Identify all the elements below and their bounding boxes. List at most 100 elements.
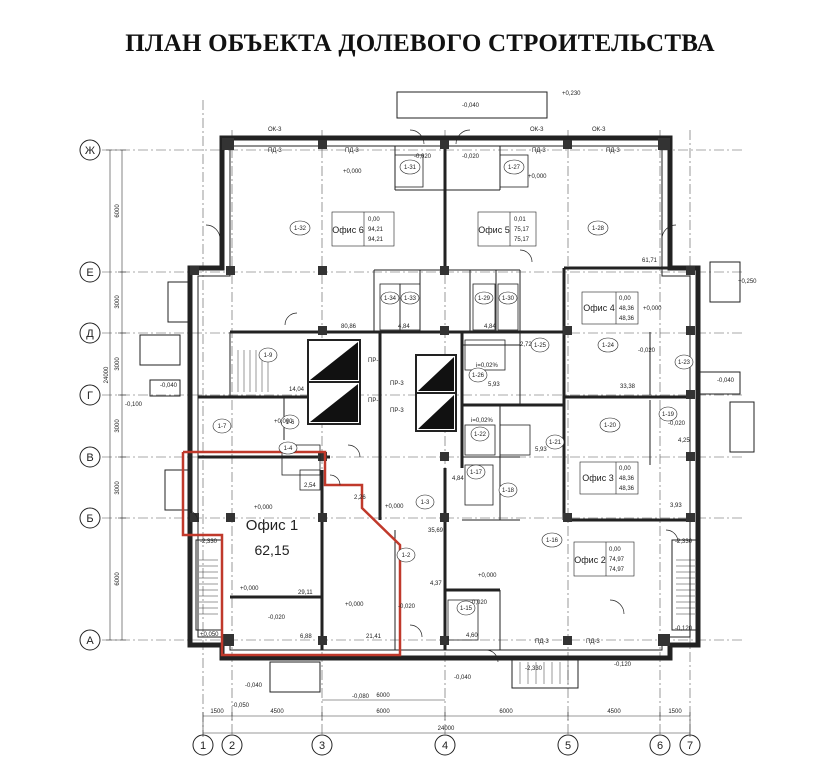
area-mark: 4,60 [466, 633, 478, 639]
office-value: 0,01 [514, 217, 526, 223]
dim-left: 3000 [115, 357, 121, 371]
room-number: 1-29 [478, 296, 491, 302]
row-axis-bubbles: Ж Е Д Г В Б А [79, 139, 101, 651]
room-numbers: 1-32 1-31 1-27 1-28 1-34 1-33 1-29 1-30 … [218, 165, 691, 612]
plan-title: ПЛАН ОБЪЕКТА ДОЛЕВОГО СТРОИТЕЛЬСТВА [125, 30, 715, 57]
office-value: 48,36 [619, 316, 635, 322]
wall-mark: ПД-3 [586, 639, 600, 645]
office-4-tag: Офис 4 0,00 48,36 48,36 [581, 291, 639, 325]
door-swings [185, 129, 679, 663]
area-mark: 2,72 [520, 342, 532, 348]
slope-mark: i=0,02% [476, 363, 499, 369]
office-value: 48,36 [619, 306, 635, 312]
row-axis-label: А [86, 635, 94, 647]
room-number: 1-27 [508, 165, 521, 171]
porches [139, 91, 755, 693]
room-number: 1-16 [546, 538, 559, 544]
office-value: 94,21 [368, 237, 384, 243]
room-number: 1-15 [460, 606, 473, 612]
room-number: 1-31 [404, 165, 417, 171]
area-mark: 80,86 [341, 324, 357, 330]
level-mark: -0,040 [462, 103, 480, 109]
level-mark: +0,000 [478, 573, 497, 579]
area-mark: 3,93 [670, 503, 682, 509]
col-axis-label: 6 [657, 740, 663, 752]
dim-bottom: 4500 [270, 709, 284, 715]
dim-bottom: 1500 [668, 709, 682, 715]
level-mark: -0,020 [638, 348, 656, 354]
office-3-tag: Офис 3 0,00 48,36 48,36 [579, 461, 639, 495]
office-6-tag: Офис 6 0,00 94,21 94,21 [331, 211, 395, 247]
office-value: 0,00 [619, 296, 631, 302]
dim-left: 6000 [115, 572, 121, 586]
office-value: 94,21 [368, 227, 384, 233]
row-axis-label: Б [86, 513, 93, 525]
bottom-dimension-chain [202, 699, 691, 737]
dim-bottom-mid: 6000 [376, 693, 390, 699]
level-mark: -0,120 [614, 662, 632, 668]
stair-mark: ПР-3 [368, 358, 382, 364]
col-axis-bubbles: 1 2 3 4 5 6 7 [192, 734, 701, 756]
dim-left: 6000 [115, 204, 121, 218]
row-axis-label: В [86, 452, 93, 464]
level-mark: -0,040 [245, 683, 263, 689]
office-1-outline [181, 450, 402, 657]
area-mark: 29,11 [298, 590, 313, 596]
office-value: 75,17 [514, 227, 530, 233]
level-mark: +0,000 [385, 504, 404, 510]
col-axis-label: 1 [200, 740, 206, 752]
office-value: 48,36 [619, 476, 635, 482]
office-1-area: 62,15 [254, 542, 289, 558]
office-5-tag: Офис 5 0,01 75,17 75,17 [477, 211, 537, 247]
dim-left-total: 24000 [104, 366, 110, 383]
wall-mark: ПД-3 [535, 639, 549, 645]
wall-mark: ПД-3 [345, 148, 359, 154]
window-mark: ОК-3 [592, 127, 606, 133]
window-mark: ОК-3 [268, 127, 282, 133]
room-number: 1-26 [472, 373, 485, 379]
level-mark: +0,000 [254, 505, 273, 511]
dim-bottom: 4500 [607, 709, 621, 715]
room-number: 1-20 [604, 423, 617, 429]
area-mark: 6,88 [300, 634, 312, 640]
col-axis-label: 4 [442, 740, 448, 752]
level-mark: -0,040 [454, 675, 472, 681]
room-number: 1-23 [678, 360, 691, 366]
area-mark: 2,26 [354, 495, 366, 501]
level-mark: -0,040 [717, 378, 735, 384]
office-value: 0,00 [619, 466, 631, 472]
area-mark: 2,54 [304, 483, 316, 489]
columns [190, 138, 695, 646]
dim-left: 3000 [115, 419, 121, 433]
level-mark: -0,100 [125, 402, 143, 408]
office-name: Офис 4 [583, 303, 614, 313]
level-mark: -0,120 [675, 626, 693, 632]
office-value: 0,00 [609, 547, 621, 553]
room-number: 1-17 [470, 470, 483, 476]
office-name: Офис 6 [332, 225, 363, 235]
area-mark: 5,93 [535, 447, 547, 453]
area-mark: 21,41 [366, 634, 382, 640]
wall-mark: ПД-3 [268, 148, 282, 154]
sanitary-rooms [281, 154, 531, 641]
area-mark: 4,37 [430, 581, 442, 587]
area-mark: 33,38 [620, 384, 636, 390]
wall-mark: ПД-3 [532, 148, 546, 154]
level-mark: +0,000 [345, 602, 364, 608]
level-mark: +0,000 [240, 586, 259, 592]
room-number: 1-24 [602, 343, 615, 349]
level-mark: -2,330 [200, 539, 218, 545]
level-mark: -0,020 [668, 421, 686, 427]
room-number: 1-21 [549, 440, 562, 446]
col-axis-label: 2 [229, 740, 235, 752]
col-axis-label: 7 [687, 740, 693, 752]
dim-bottom: 6000 [376, 709, 390, 715]
room-number: 1-4 [284, 446, 293, 452]
area-mark: 4,84 [452, 476, 464, 482]
room-number: 1-18 [502, 488, 515, 494]
col-axis-label: 3 [319, 740, 325, 752]
wall-mark: ПД-3 [606, 148, 620, 154]
stair-mark: ПР-3 [390, 408, 404, 414]
dim-bottom: 1500 [210, 709, 224, 715]
